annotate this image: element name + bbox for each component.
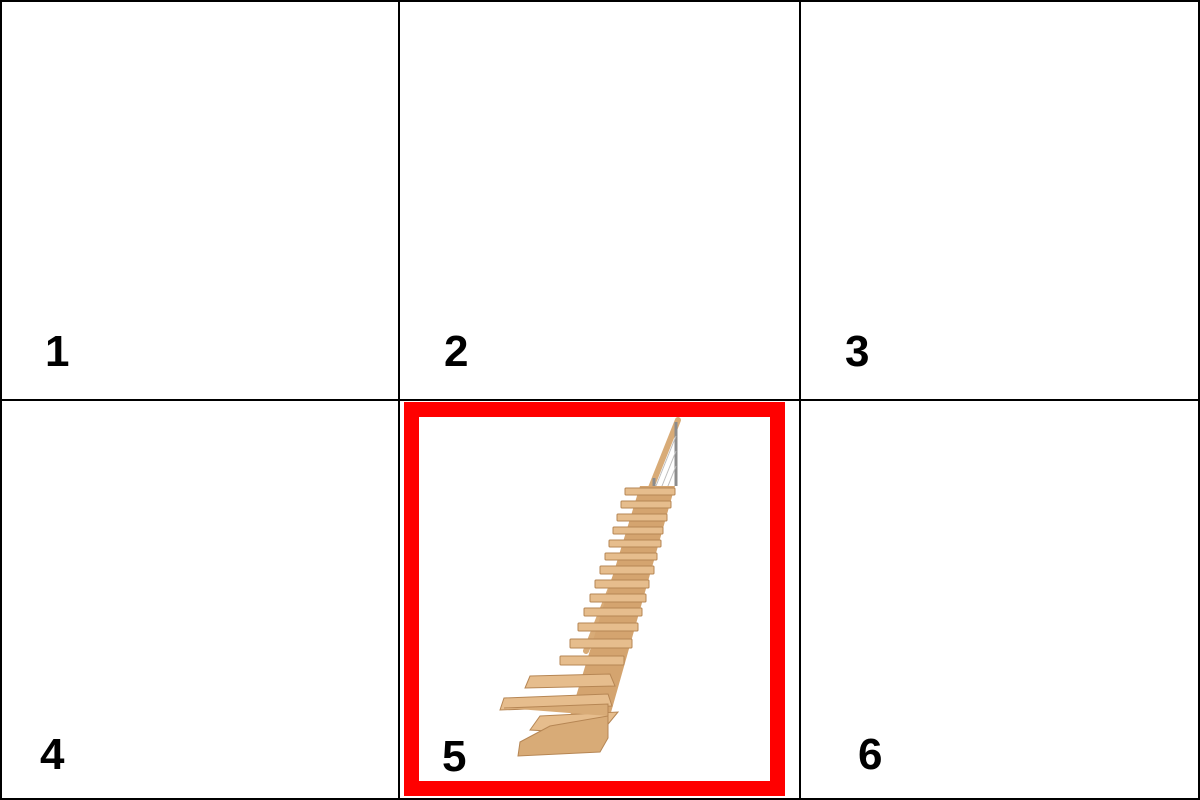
cell-number: 6 [858,730,883,779]
grid-line [0,798,1200,800]
grid-cell-2[interactable]: 2 [400,0,799,399]
grid-cell-4[interactable]: 4 [0,401,399,800]
grid-cell-1[interactable]: 1 [0,0,399,399]
cell-number: 1 [45,327,70,376]
grid-line [0,0,1200,2]
wooden-staircase-image [499,417,681,757]
cell-number: 5 [442,732,467,781]
cell-number: 2 [444,327,469,376]
grid-cell-6[interactable]: 6 [801,401,1200,800]
cell-number: 4 [40,730,65,779]
grid-cell-3[interactable]: 3 [801,0,1200,399]
cell-number: 3 [845,327,870,376]
grid-line [0,399,1200,401]
